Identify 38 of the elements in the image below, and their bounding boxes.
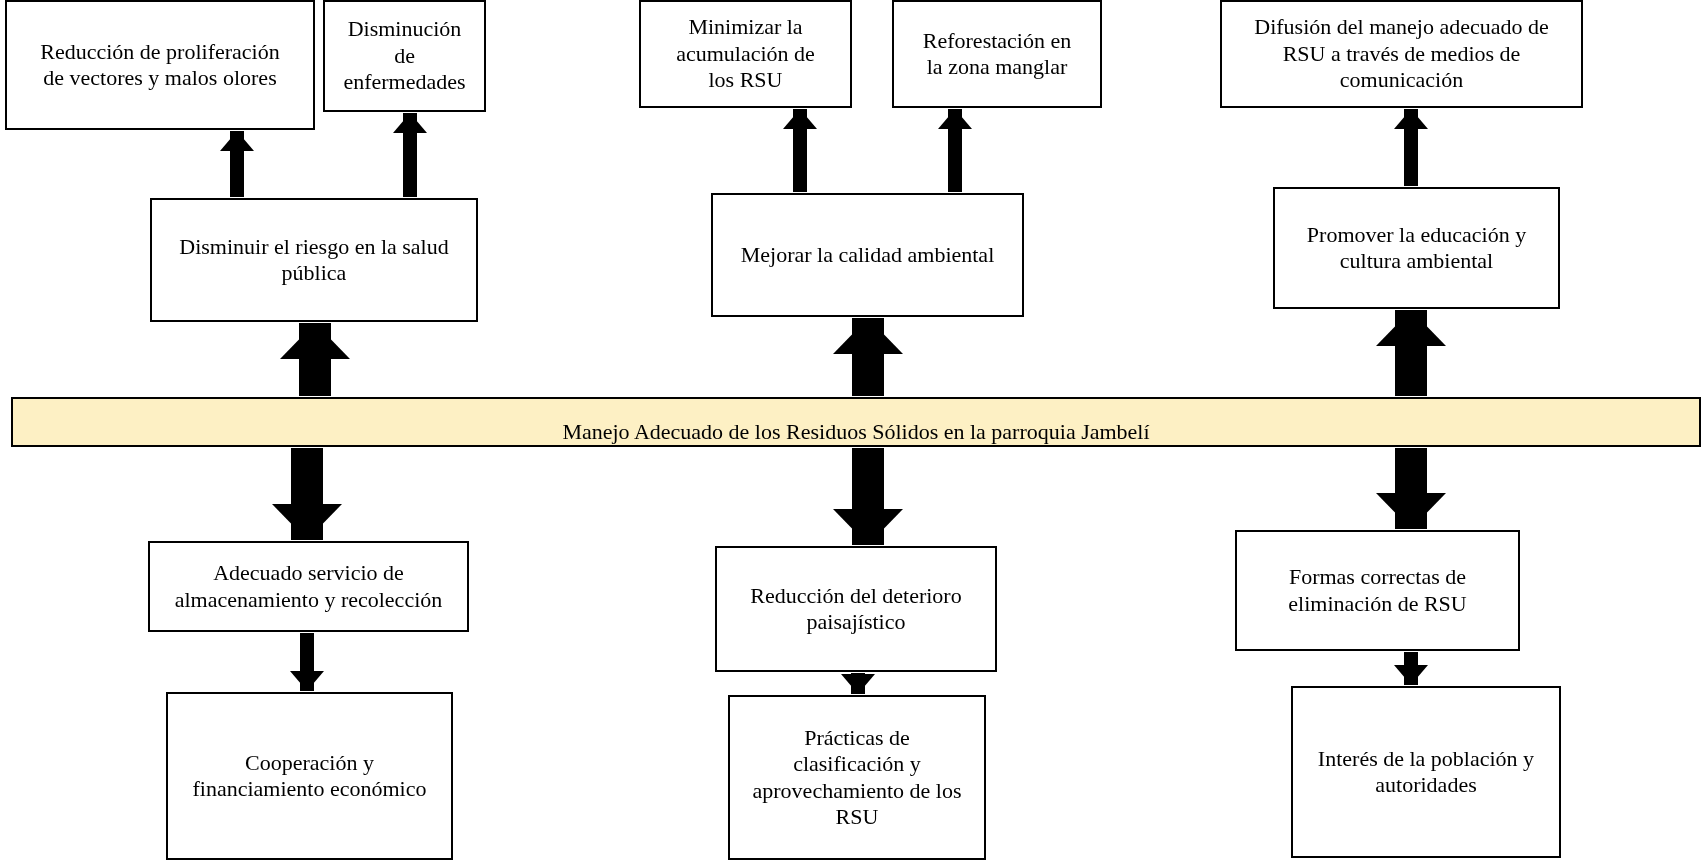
box-label: Mejorar la calidad ambiental [740, 241, 995, 269]
process-box [711, 193, 1024, 317]
block-arrow [1394, 652, 1428, 685]
process-box [5, 0, 315, 130]
block-arrow [393, 113, 427, 197]
block-arrow [290, 633, 324, 691]
banner-title: Manejo Adecuado de los Residuos Sólidos en la parroquia Jambelí [562, 418, 1150, 445]
process-box [148, 541, 469, 632]
box-label: Disminuir el riesgo en la salud pública [178, 233, 450, 287]
process-box [323, 0, 486, 112]
box-label: Formas correctas de eliminación de RSU [1287, 564, 1468, 617]
process-box [1235, 530, 1520, 651]
box-label: Disminución de enfermedades [343, 16, 466, 96]
process-box [166, 692, 453, 860]
box-label: Adecuado servicio de almacenamiento y recolección [173, 560, 444, 613]
block-arrow [938, 109, 972, 192]
block-arrow [841, 673, 875, 694]
block-arrow [783, 109, 817, 192]
box-label: Prácticas de clasificación y aprovechamiento de los RSU [752, 724, 962, 831]
process-box [1220, 0, 1583, 108]
process-box [639, 0, 852, 108]
banner-bar [11, 397, 1701, 447]
box-label: Promover la educación y cultura ambiental [1305, 221, 1528, 275]
box-label: Reforestación en la zona manglar [921, 27, 1073, 81]
process-box [1291, 686, 1561, 858]
box-label: Reducción del deterioro paisajístico [749, 582, 963, 636]
process-box [715, 546, 997, 672]
box-label: Minimizar la acumulación de los RSU [675, 14, 816, 94]
block-arrow [1394, 109, 1428, 186]
box-label: Reducción de proliferación de vectores y malos olores [39, 38, 281, 92]
process-box [892, 0, 1102, 108]
process-box [1273, 187, 1560, 309]
box-label: Cooperación y financiamiento económico [191, 749, 428, 803]
process-box [150, 198, 478, 322]
box-label: Difusión del manejo adecuado de RSU a través de medios de comunicación [1253, 14, 1550, 94]
process-box [728, 695, 986, 860]
box-label: Interés de la población y autoridades [1316, 745, 1536, 799]
block-arrow [220, 131, 254, 197]
